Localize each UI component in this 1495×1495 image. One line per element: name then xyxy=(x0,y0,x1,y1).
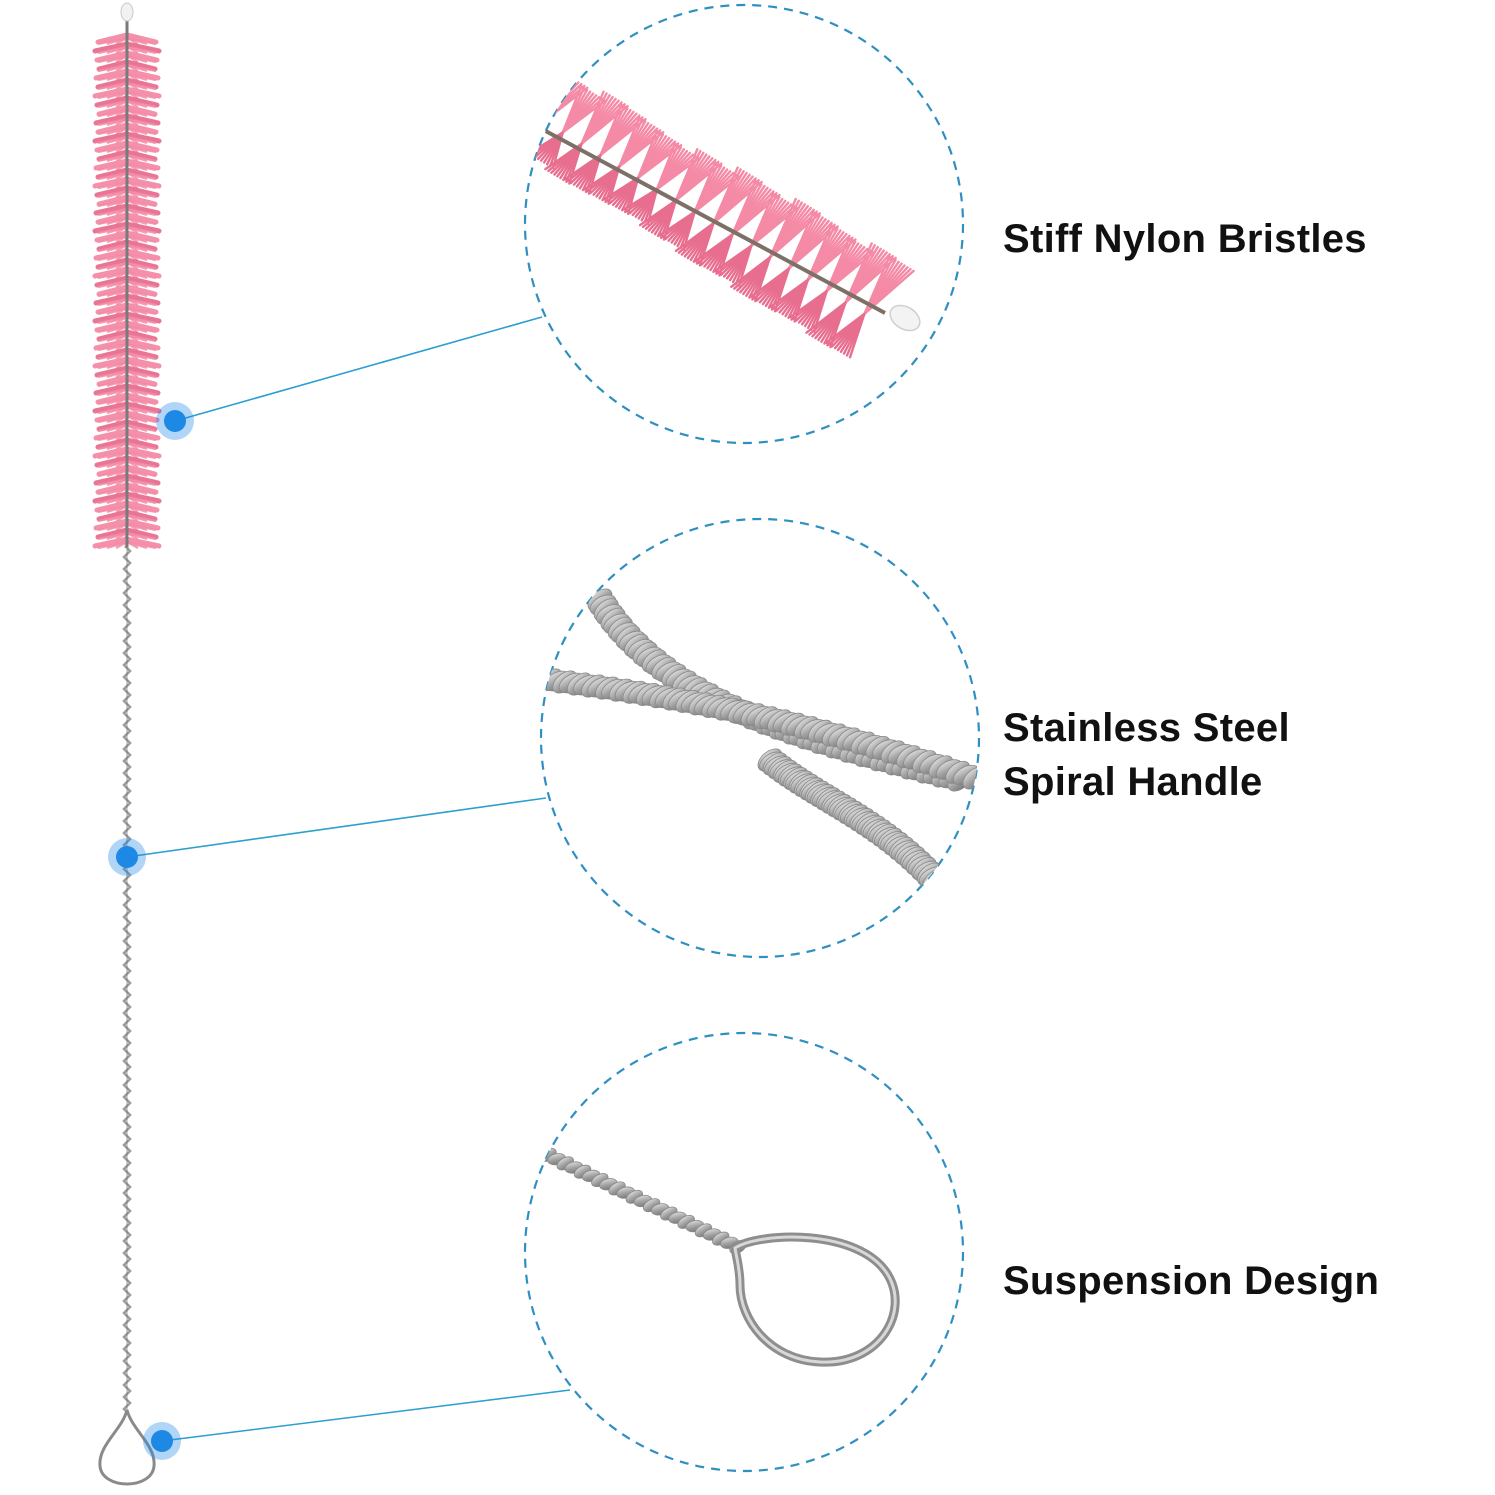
feature-text-suspension: Suspension Design xyxy=(1003,1259,1380,1303)
callout-marker-suspension xyxy=(143,1422,181,1460)
zoom-circle-handle xyxy=(539,517,981,959)
bristle-closeup-wire xyxy=(539,126,886,315)
bottle-brush-icon xyxy=(92,2,162,1486)
spiral-handle-wire xyxy=(122,547,132,1413)
callout-line-handle xyxy=(126,797,547,858)
feature-label-bristles: Stiff Nylon Bristles xyxy=(1003,212,1367,266)
feature-label-suspension: Suspension Design xyxy=(1003,1254,1379,1308)
brush-tip-cap xyxy=(120,2,134,22)
bristle-closeup-tip xyxy=(889,304,921,332)
feature-text-bristles: Stiff Nylon Bristles xyxy=(1003,217,1367,261)
loop-highlight xyxy=(733,1235,897,1364)
zoom-circle-suspension xyxy=(523,1031,965,1473)
feature-text-handle-line1: Stainless Steel xyxy=(1003,706,1290,750)
feature-text-handle-line2: Spiral Handle xyxy=(1003,760,1263,804)
hanging-loop-icon xyxy=(98,1409,156,1486)
callout-marker-bristles xyxy=(156,402,194,440)
feature-label-handle: Stainless Steel Spiral Handle xyxy=(1003,701,1290,809)
callout-line-suspension xyxy=(161,1389,571,1442)
callout-line-bristles xyxy=(174,316,543,422)
callout-marker-handle xyxy=(108,838,146,876)
zoom-circle-bristles xyxy=(523,3,965,445)
